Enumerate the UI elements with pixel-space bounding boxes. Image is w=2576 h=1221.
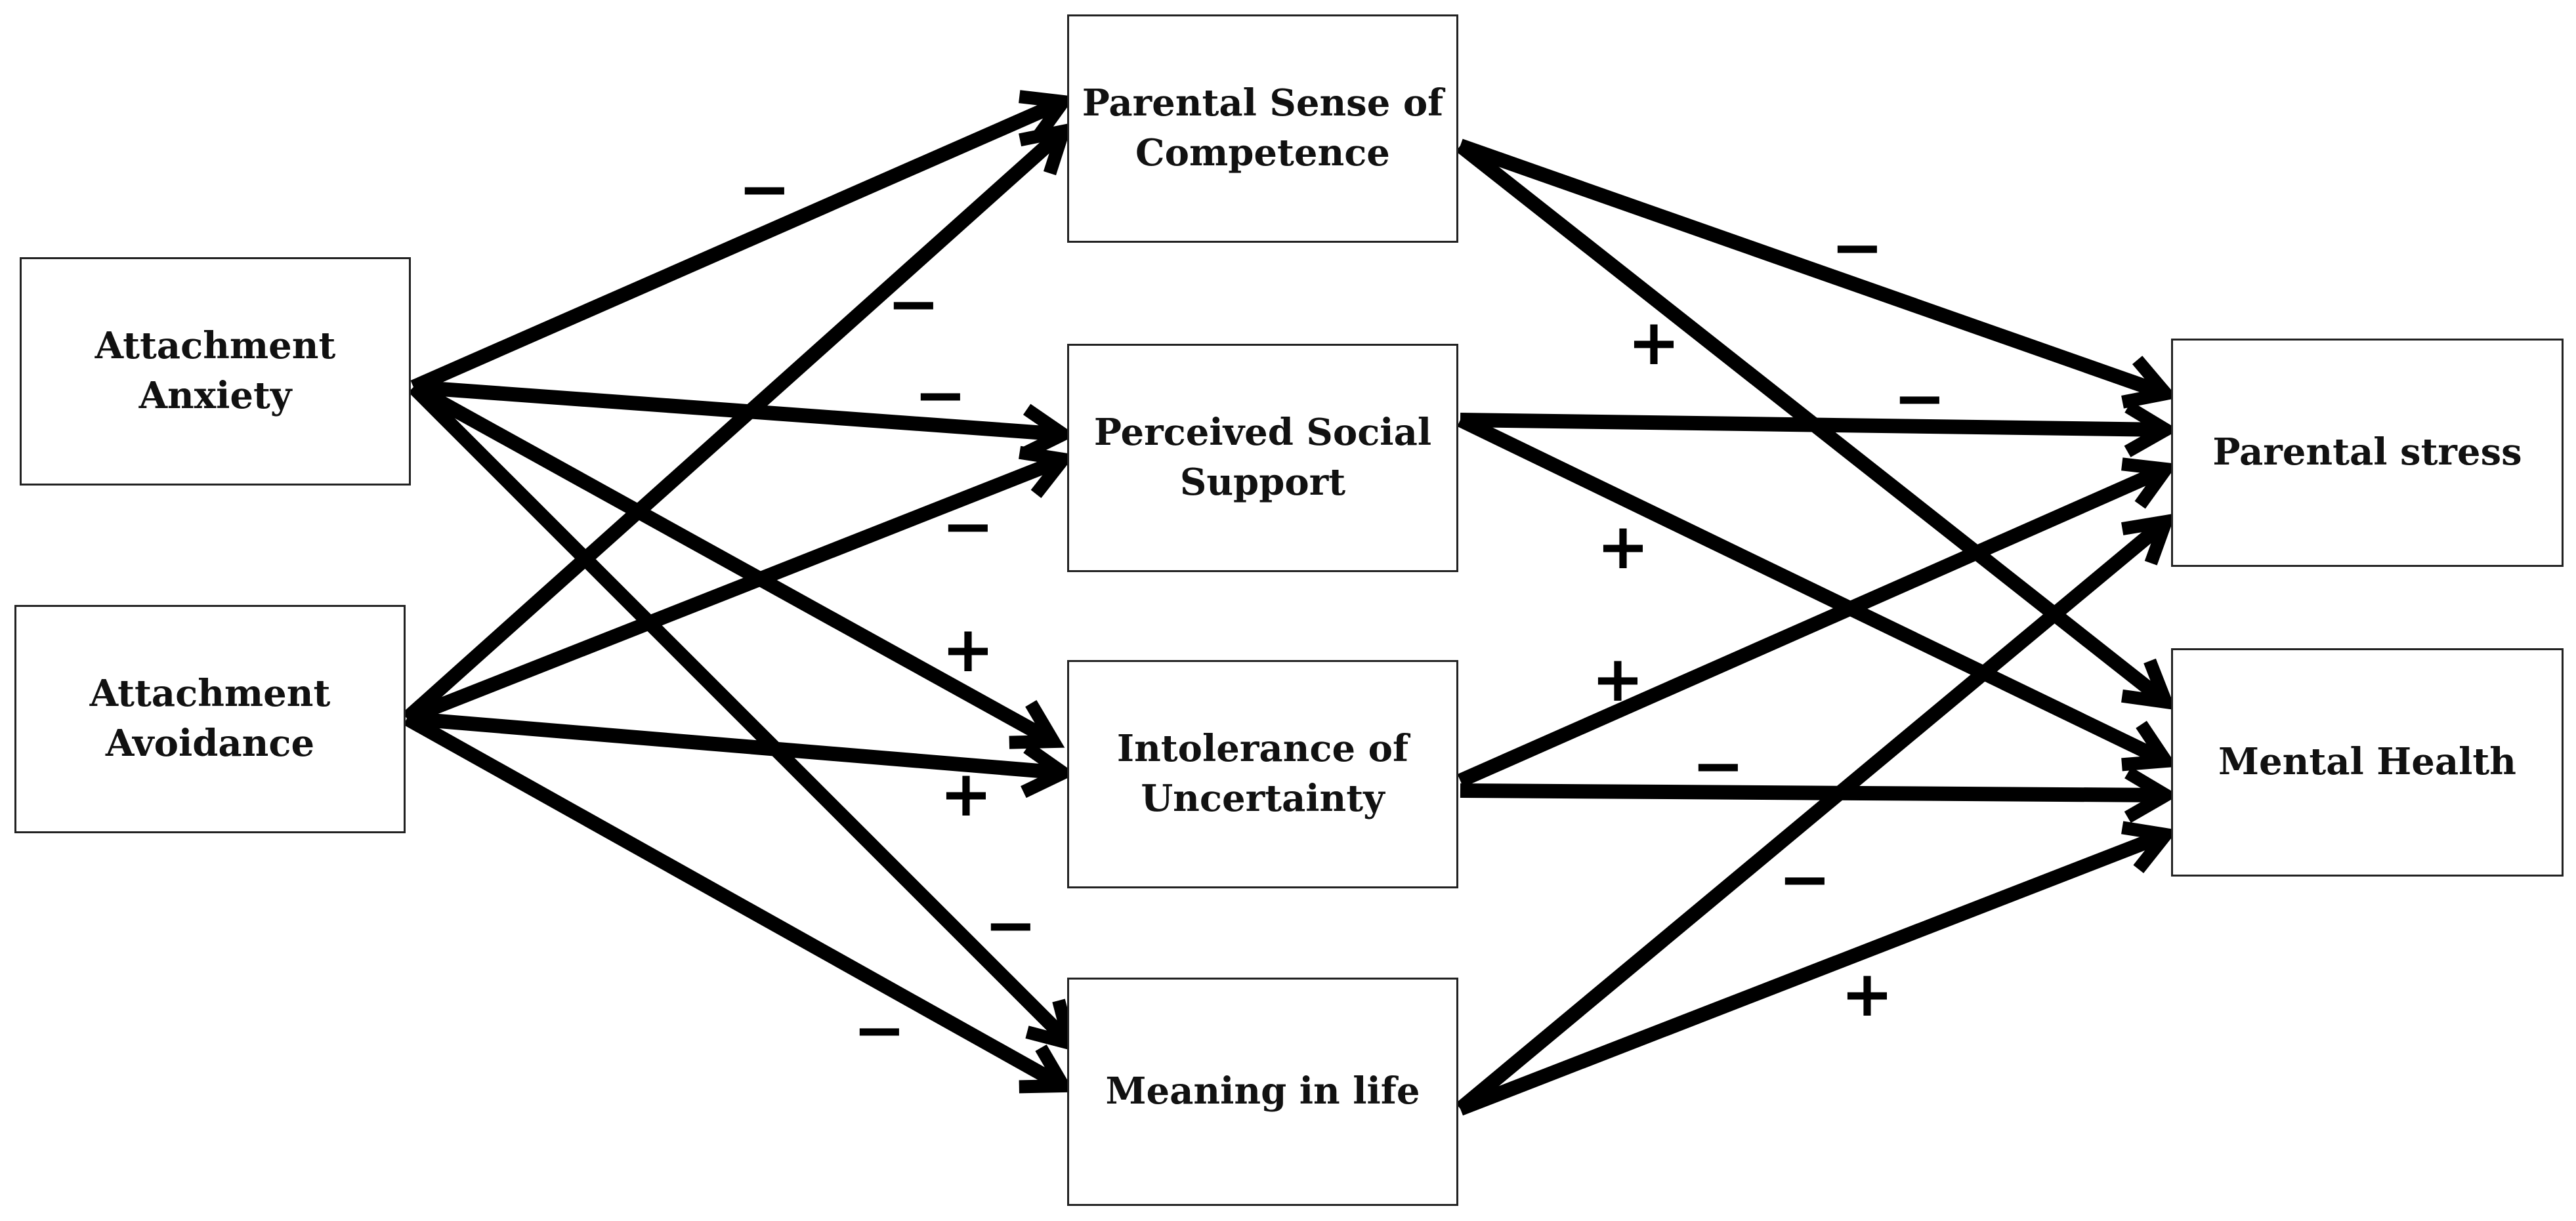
arrow-attachment-anxiety-to-intolerance-of-uncertainty: [410, 381, 1065, 749]
node-label-intolerance-of-uncertainty: Intolerance of Uncertainty: [1116, 727, 1409, 820]
node-mental-health: Mental Health: [2171, 648, 2564, 877]
arrow-shaft: [402, 129, 1065, 724]
sign-parental-sense-of-competence-to-parental-stress: −: [1831, 211, 1884, 284]
arrow-shaft: [413, 380, 1059, 442]
arrowhead: [2121, 457, 2178, 509]
arrow-shaft: [410, 97, 1062, 394]
node-attachment-anxiety: Attachment Anxiety: [20, 257, 411, 486]
arrow-intolerance-of-uncertainty-to-parental-stress: [1457, 457, 2178, 788]
arrowhead: [2121, 513, 2176, 566]
sign-meaning-in-life-to-parental-stress: −: [1779, 842, 1831, 916]
arrow-shaft: [1455, 519, 2166, 1115]
sign-perceived-social-support-to-mental-health: +: [1597, 510, 1649, 583]
arrowhead: [1021, 404, 1076, 460]
node-attachment-avoidance: Attachment Avoidance: [14, 605, 406, 833]
arrow-shaft: [403, 712, 1063, 1090]
node-label-perceived-social-support: Perceived Social Support: [1093, 411, 1432, 504]
arrow-parental-sense-of-competence-to-parental-stress: [1458, 138, 2178, 409]
node-intolerance-of-uncertainty: Intolerance of Uncertainty: [1067, 660, 1458, 888]
arrow-perceived-social-support-to-parental-stress: [1460, 401, 2179, 457]
arrow-shaft: [1458, 138, 2164, 399]
arrowhead: [1009, 700, 1065, 749]
node-label-parental-sense-of-competence: Parental Sense of Competence: [1082, 81, 1444, 175]
sign-intolerance-of-uncertainty-to-parental-stress: +: [1592, 642, 1644, 716]
arrowhead: [2121, 356, 2178, 409]
arrowhead: [1019, 1044, 1075, 1094]
node-parental-sense-of-competence: Parental Sense of Competence: [1067, 14, 1458, 243]
arrow-attachment-avoidance-to-meaning-in-life: [403, 712, 1075, 1094]
arrowhead: [2124, 401, 2179, 457]
arrow-shaft: [406, 711, 1059, 780]
sign-attachment-anxiety-to-perceived-social-support: −: [914, 358, 967, 432]
arrow-perceived-social-support-to-mental-health: [1457, 413, 2178, 772]
arrowhead: [2124, 767, 2179, 823]
arrow-shaft: [1460, 783, 2161, 802]
arrow-intolerance-of-uncertainty-to-mental-health: [1460, 767, 2179, 823]
sign-intolerance-of-uncertainty-to-mental-health: −: [1692, 729, 1744, 802]
node-label-attachment-avoidance: Attachment Avoidance: [89, 672, 331, 765]
arrowhead: [2121, 821, 2178, 873]
sign-perceived-social-support-to-parental-stress: −: [1893, 362, 1946, 435]
arrow-attachment-avoidance-to-perceived-social-support: [404, 445, 1076, 726]
sign-attachment-avoidance-to-perceived-social-support: −: [942, 489, 994, 563]
arrow-shaft: [1460, 413, 2161, 437]
arrow-meaning-in-life-to-mental-health: [1458, 821, 2178, 1116]
sign-parental-sense-of-competence-to-mental-health: +: [1628, 306, 1680, 379]
arrow-attachment-anxiety-to-meaning-in-life: [408, 382, 1079, 1052]
arrowhead: [2121, 720, 2178, 772]
arrowhead: [1019, 122, 1073, 176]
arrow-shaft: [404, 454, 1061, 726]
arrow-attachment-anxiety-to-parental-sense-of-competence: [410, 90, 1076, 394]
sign-attachment-anxiety-to-meaning-in-life: −: [984, 888, 1037, 962]
sign-attachment-avoidance-to-meaning-in-life: −: [853, 993, 906, 1067]
arrowhead: [2121, 658, 2176, 711]
node-label-parental-stress: Parental stress: [2212, 430, 2522, 474]
node-label-mental-health: Mental Health: [2218, 740, 2516, 784]
arrow-shaft: [408, 382, 1072, 1045]
node-label-attachment-anxiety: Attachment Anxiety: [95, 324, 336, 417]
arrow-shaft: [1458, 829, 2164, 1116]
node-perceived-social-support: Perceived Social Support: [1067, 344, 1458, 572]
arrowhead: [1021, 742, 1076, 798]
arrow-shaft: [1457, 413, 2164, 766]
node-parental-stress: Parental stress: [2171, 339, 2564, 567]
sign-attachment-avoidance-to-intolerance-of-uncertainty: +: [940, 757, 992, 831]
sign-attachment-anxiety-to-intolerance-of-uncertainty: +: [942, 613, 994, 686]
sign-attachment-avoidance-to-parental-sense-of-competence: −: [887, 267, 940, 341]
arrowhead: [1019, 90, 1076, 142]
sign-meaning-in-life-to-mental-health: +: [1841, 957, 1893, 1031]
node-meaning-in-life: Meaning in life: [1067, 978, 1458, 1206]
arrow-attachment-avoidance-to-intolerance-of-uncertainty: [406, 711, 1076, 798]
arrow-meaning-in-life-to-parental-stress: [1455, 513, 2176, 1115]
arrowhead: [1019, 445, 1076, 499]
arrow-attachment-anxiety-to-perceived-social-support: [413, 380, 1076, 460]
arrow-attachment-avoidance-to-parental-sense-of-competence: [402, 122, 1073, 724]
arrow-shaft: [1457, 465, 2164, 788]
node-label-meaning-in-life: Meaning in life: [1105, 1069, 1420, 1113]
sign-attachment-anxiety-to-parental-sense-of-competence: −: [738, 152, 791, 226]
arrow-shaft: [410, 381, 1053, 745]
